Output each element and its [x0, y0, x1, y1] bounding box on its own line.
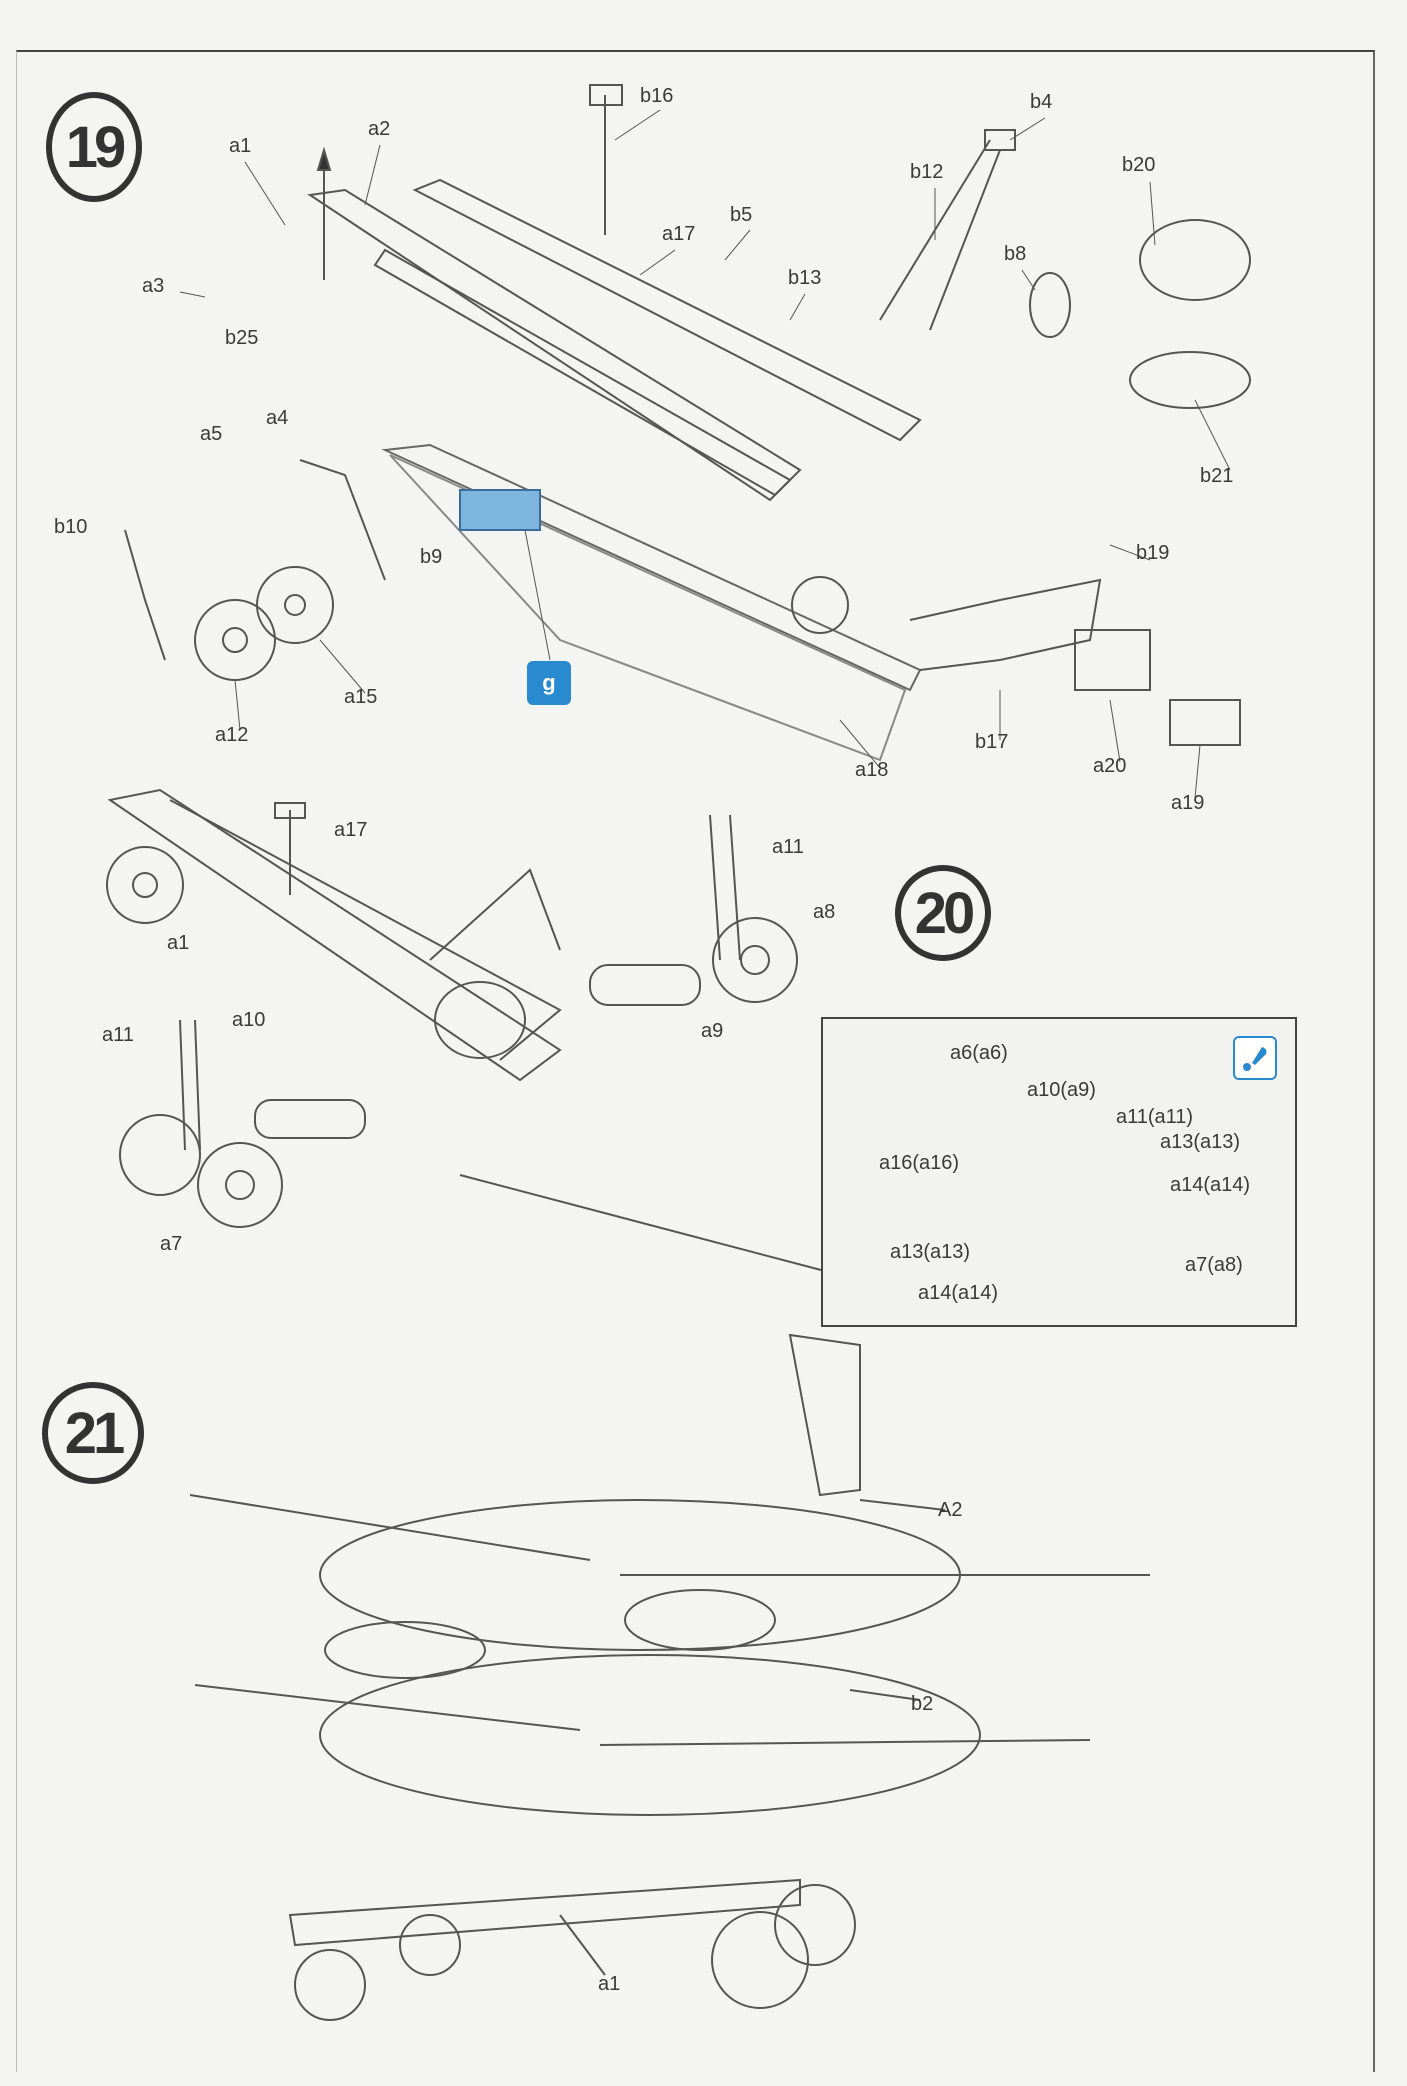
part-label: a15 [344, 686, 378, 708]
inset-part-label: a16(a16) [879, 1152, 960, 1174]
part-label: b8 [1004, 243, 1027, 265]
part-label: a12 [215, 724, 249, 746]
part-label: b10 [54, 516, 88, 538]
page-frame [16, 50, 1375, 2072]
inset-part-label: a13(a13) [1160, 1131, 1241, 1153]
part-label: a4 [266, 407, 289, 429]
part-label: b25 [225, 327, 259, 349]
part-label: a17 [662, 223, 696, 245]
paint-icon [1233, 1036, 1277, 1080]
part-label: b16 [640, 85, 674, 107]
inset-part-label: a11(a11) [1116, 1106, 1194, 1128]
part-label: a10 [232, 1009, 266, 1031]
part-label: a8 [813, 901, 836, 923]
part-label: A2 [938, 1499, 963, 1521]
step20-trolley-drawing [106, 788, 822, 1271]
weight-icon: g [527, 661, 571, 705]
part-label: b17 [975, 731, 1009, 753]
part-label: b2 [911, 1693, 934, 1715]
weight-icon-letter: g [542, 670, 556, 695]
inset-part-label: a7(a8) [1185, 1254, 1243, 1276]
part-label: a1 [229, 135, 252, 157]
part-label: b20 [1122, 154, 1156, 176]
step-number-20: 20 [895, 865, 991, 961]
part-label: a2 [368, 118, 391, 140]
part-label: b4 [1030, 91, 1053, 113]
landing-gear-detail-inset [821, 1017, 1297, 1327]
inset-part-label: a14(a14) [1170, 1174, 1251, 1196]
part-label: a11 [102, 1024, 134, 1046]
part-label: a9 [701, 1020, 724, 1042]
part-label: a7 [160, 1233, 183, 1255]
part-label: b19 [1136, 542, 1170, 564]
step-number-19: 19 [46, 92, 142, 202]
part-label: b5 [730, 204, 753, 226]
part-label: b21 [1200, 465, 1234, 487]
part-label: b13 [788, 267, 822, 289]
part-label: a17 [334, 819, 368, 841]
part-label: b9 [420, 546, 443, 568]
part-label: a1 [598, 1973, 621, 1995]
part-label: a19 [1171, 792, 1205, 814]
part-label: a1 [167, 932, 190, 954]
step-number-21: 21 [42, 1382, 144, 1484]
weight-part-highlight [459, 489, 541, 531]
inset-part-label: a10(a9) [1027, 1079, 1096, 1101]
inset-part-label: a6(a6) [950, 1042, 1008, 1064]
part-label: b12 [910, 161, 944, 183]
step19-trolley-drawing [124, 84, 1251, 762]
part-label: a5 [200, 423, 223, 445]
part-label: a11 [772, 836, 804, 858]
part-label: a20 [1093, 755, 1127, 777]
inset-part-label: a13(a13) [890, 1241, 971, 1263]
part-label: a3 [142, 275, 165, 297]
part-label: a18 [855, 759, 889, 781]
inset-part-label: a14(a14) [918, 1282, 999, 1304]
step21-mistel-aircraft-drawing [189, 1333, 1150, 2021]
